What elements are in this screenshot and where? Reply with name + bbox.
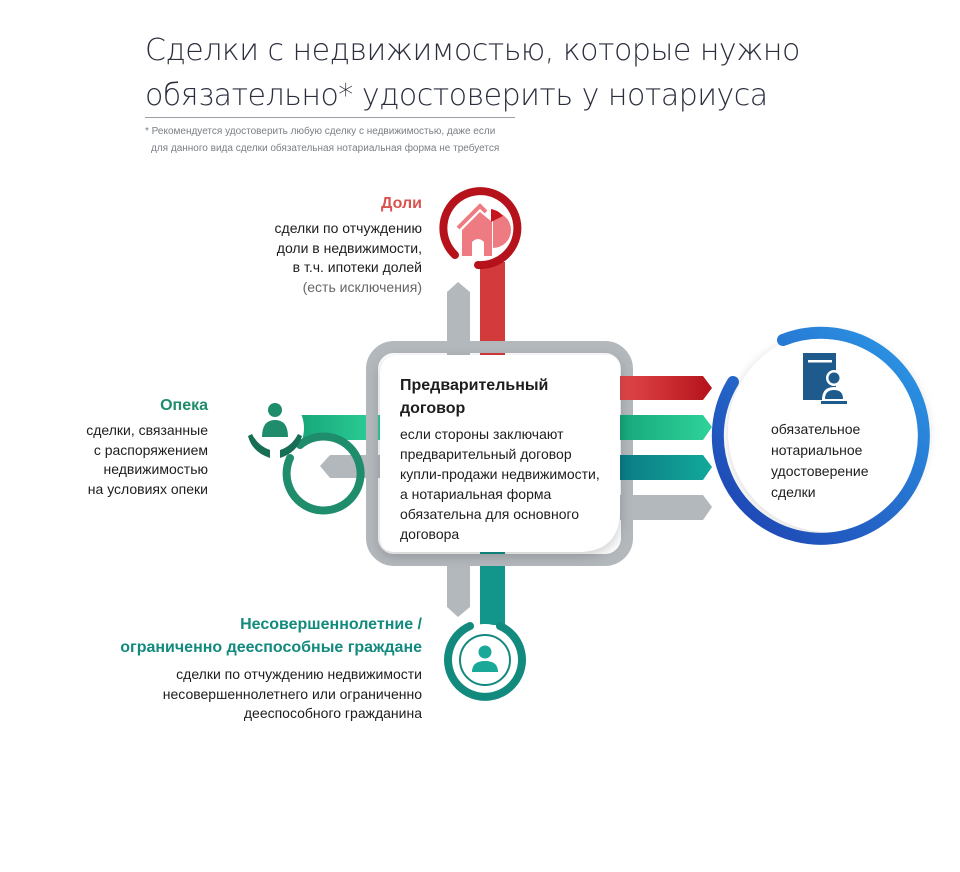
minors-ring — [444, 622, 526, 701]
gray-arrow-right — [620, 495, 712, 520]
shares-line: в т.ч. ипотеки долей — [292, 259, 422, 275]
footnote: * Рекомендуется удостоверить любую сделк… — [145, 123, 499, 157]
shares-ring — [439, 187, 522, 270]
gray-arrow-down — [447, 560, 470, 617]
preliminary-line: а нотариальная форма — [400, 486, 552, 502]
minors-title-line-1: Несовершеннолетние / — [240, 616, 422, 633]
preliminary-card — [380, 355, 620, 552]
document-stamp-icon — [803, 353, 847, 404]
result-line: нотариальное — [771, 442, 863, 458]
preliminary-line: если стороны заключают — [400, 426, 564, 442]
red-arrow-right — [620, 376, 712, 400]
preliminary-title-line-2: договор — [400, 400, 466, 417]
shares-title: Доли — [381, 195, 422, 212]
result-line: удостоверение — [771, 463, 869, 479]
title-line-1: Сделки с недвижимостью, которые нужно — [145, 33, 800, 68]
minors-block: Несовершеннолетние / ограниченно дееспос… — [120, 613, 422, 724]
shares-line: доли в недвижимости, — [276, 239, 422, 256]
guardianship-line: с распоряжением — [93, 441, 208, 458]
minors-line: дееспособного гражданина — [243, 705, 422, 721]
preliminary-line: договора — [400, 526, 460, 542]
minors-title-line-2: ограниченно дееспособные граждане — [120, 639, 422, 656]
gray-arrow-up — [447, 282, 470, 355]
minors-line: несовершеннолетнего или ограниченно — [162, 685, 422, 702]
footnote-line-1: * Рекомендуется удостоверить любую сделк… — [145, 126, 496, 137]
guardianship-ring — [282, 432, 365, 515]
preliminary-line: предварительный договор — [400, 446, 572, 462]
preliminary-title: Предварительный договор — [400, 374, 610, 420]
guardianship-line: сделки, связанные — [86, 422, 208, 438]
result-ring — [711, 326, 930, 545]
house-pie-icon — [456, 203, 511, 256]
gray-arrow-left — [320, 455, 380, 478]
preliminary-title-line-1: Предварительный — [400, 377, 549, 394]
shares-note: (есть исключения) — [302, 278, 422, 295]
result-line: обязательное — [771, 421, 861, 437]
teal-arrow-right — [620, 455, 712, 480]
guardianship-title: Опека — [160, 397, 208, 414]
guardianship-block: Опека сделки, связанные с распоряжением … — [86, 394, 208, 499]
divider — [145, 117, 515, 118]
hands-person-icon — [248, 403, 302, 458]
preliminary-description: если стороны заключают предварительный д… — [400, 424, 620, 544]
green-arrow-right — [620, 415, 712, 440]
page-title: Сделки с недвижимостью, которые нужно об… — [145, 28, 800, 118]
result-text: обязательное нотариальное удостоверение … — [771, 419, 869, 503]
person-icon — [472, 645, 498, 672]
title-line-2: обязательно* удостоверить у нотариуса — [145, 78, 768, 113]
minors-line: сделки по отчуждению недвижимости — [176, 666, 422, 682]
guardianship-line: на условиях опеки — [87, 480, 208, 497]
footnote-line-2: для данного вида сделки обязательная нот… — [151, 143, 500, 154]
preliminary-line: обязательна для основного — [400, 506, 580, 522]
shares-block: Доли сделки по отчуждению доли в недвижи… — [275, 192, 422, 297]
preliminary-line: купли-продажи недвижимости, — [400, 466, 600, 482]
shares-line: сделки по отчуждению — [274, 220, 422, 236]
gray-frame — [366, 341, 633, 566]
result-line: сделки — [771, 484, 816, 500]
guardianship-line: недвижимостью — [103, 461, 208, 477]
